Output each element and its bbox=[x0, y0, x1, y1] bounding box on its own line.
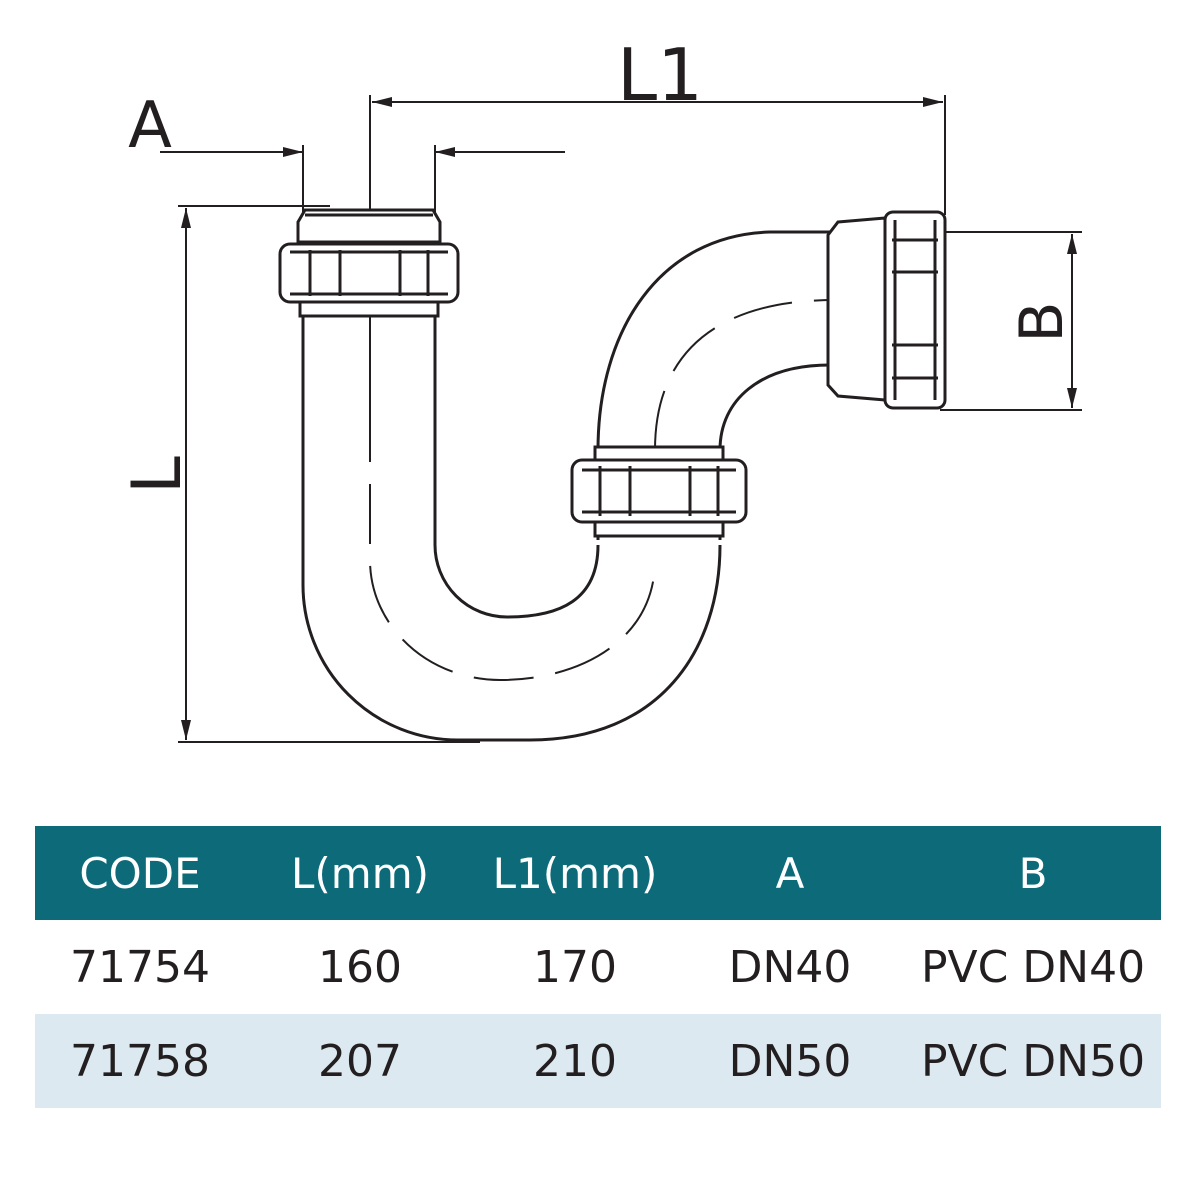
header-code: CODE bbox=[79, 848, 201, 898]
inlet-nut bbox=[278, 208, 460, 318]
table-header: CODE L(mm) L1(mm) A B bbox=[35, 826, 1161, 920]
cell-l1: 210 bbox=[533, 1035, 617, 1087]
label-a: A bbox=[128, 89, 172, 163]
cell-l: 207 bbox=[318, 1035, 402, 1087]
pipe-body bbox=[301, 230, 831, 742]
label-b: B bbox=[1007, 301, 1077, 342]
cell-code: 71754 bbox=[70, 941, 210, 993]
label-l1: L1 bbox=[617, 33, 703, 117]
cell-l1: 170 bbox=[533, 941, 617, 993]
outlet-nut bbox=[826, 210, 947, 410]
label-l: L bbox=[118, 456, 197, 494]
header-l: L(mm) bbox=[291, 848, 429, 898]
header-b: B bbox=[1018, 848, 1048, 898]
siphon-drawing: A L1 L B bbox=[118, 33, 1082, 743]
cell-code: 71758 bbox=[70, 1035, 210, 1087]
table-row: 71758 207 210 DN50 PVC DN50 bbox=[35, 1014, 1161, 1108]
dimension-lines bbox=[160, 95, 1082, 743]
header-a: A bbox=[775, 848, 805, 898]
cell-b: PVC DN50 bbox=[920, 1035, 1146, 1087]
header-l1: L1(mm) bbox=[492, 848, 658, 898]
pipe-centerline bbox=[369, 299, 836, 682]
table-row: 71754 160 170 DN40 PVC DN40 bbox=[35, 920, 1161, 1014]
cell-b: PVC DN40 bbox=[920, 941, 1146, 993]
cell-a: DN40 bbox=[728, 941, 852, 993]
cell-a: DN50 bbox=[728, 1035, 852, 1087]
spec-table: CODE L(mm) L1(mm) A B 71754 160 170 DN40… bbox=[35, 826, 1161, 1108]
cell-l: 160 bbox=[318, 941, 402, 993]
middle-nut bbox=[570, 445, 748, 538]
